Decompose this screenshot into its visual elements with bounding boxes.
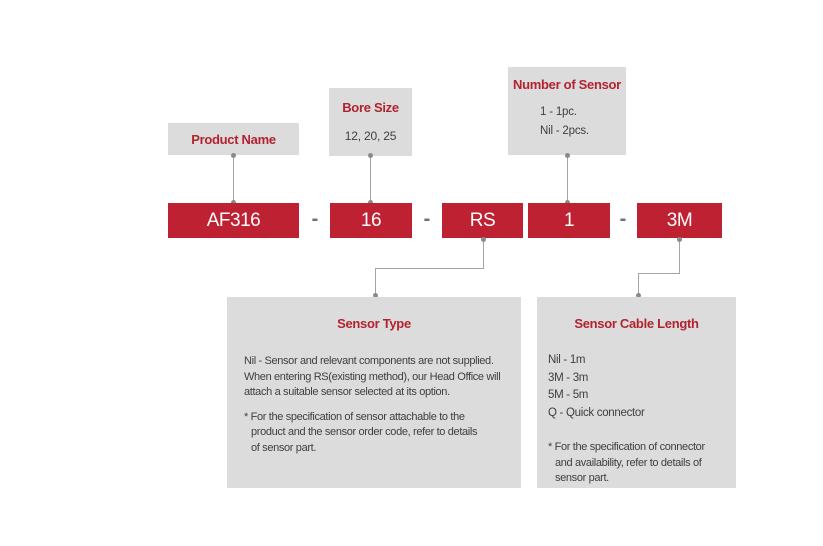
- bore-size-title: Bore Size: [342, 100, 399, 115]
- code-separator: -: [619, 207, 627, 230]
- code-box-sensor-type: RS: [442, 203, 523, 238]
- number-of-sensor-option: 1 - 1pc.: [540, 106, 577, 118]
- sensor-type-panel: Sensor Type Nil - Sensor and relevant co…: [227, 297, 521, 488]
- code-box-product: AF316: [168, 203, 299, 238]
- number-of-sensor-label-box: Number of Sensor 1 - 1pc. Nil - 2pcs.: [508, 67, 626, 155]
- cable-length-options: Nil - 1m 3M - 3m 5M - 5m Q - Quick conne…: [548, 352, 736, 422]
- connector-dot: [481, 237, 486, 242]
- connector-dot: [565, 200, 570, 205]
- connector-line: [233, 156, 234, 203]
- connector-dot: [231, 153, 236, 158]
- note-line: sensor part.: [555, 472, 609, 484]
- note-line: and availability, refer to details of: [555, 456, 702, 469]
- connector-dot: [373, 293, 378, 298]
- cable-length-option: Nil - 1m: [548, 354, 586, 366]
- sensor-type-panel-title: Sensor Type: [337, 316, 411, 331]
- connector-line: [679, 239, 680, 274]
- product-name-label-box: Product Name: [168, 123, 299, 155]
- connector-dot: [368, 200, 373, 205]
- code-separator: -: [311, 207, 319, 230]
- number-of-sensor-option: Nil - 2pcs.: [540, 125, 589, 137]
- number-of-sensor-title: Number of Sensor: [513, 77, 621, 92]
- connector-dot: [231, 200, 236, 205]
- connector-line: [375, 269, 376, 297]
- sensor-cable-length-panel: Sensor Cable Length Nil - 1m 3M - 3m 5M …: [537, 297, 736, 488]
- connector-dot: [677, 237, 682, 242]
- bore-size-values: 12, 20, 25: [344, 129, 397, 143]
- note-line: of sensor part.: [251, 441, 317, 454]
- description-line: Nil - Sensor and relevant components are…: [244, 355, 494, 367]
- code-box-sensor-count: 1: [528, 203, 610, 238]
- connector-line: [370, 156, 371, 203]
- code-box-cable-length: 3M: [637, 203, 722, 238]
- connector-line: [375, 268, 484, 269]
- note-line: * For the specification of connector: [548, 441, 705, 453]
- cable-length-option: 5M - 5m: [548, 389, 589, 401]
- connector-dot: [565, 153, 570, 158]
- connector-line: [483, 239, 484, 269]
- sensor-type-note: * For the specification of sensor attach…: [244, 410, 521, 457]
- note-line: product and the sensor order code, refer…: [251, 426, 478, 438]
- description-line: attach a suitable sensor selected at its…: [244, 386, 450, 398]
- product-name-title: Product Name: [191, 131, 276, 147]
- connector-dot: [368, 153, 373, 158]
- note-line: * For the specification of sensor attach…: [244, 410, 465, 423]
- code-box-bore: 16: [330, 203, 412, 238]
- sensor-cable-length-panel-title: Sensor Cable Length: [574, 316, 699, 331]
- sensor-type-description: Nil - Sensor and relevant components are…: [244, 354, 521, 401]
- cable-length-option: 3M - 3m: [548, 371, 589, 384]
- code-separator: -: [423, 207, 431, 230]
- connector-line: [638, 273, 680, 274]
- bore-size-label-box: Bore Size 12, 20, 25: [329, 88, 412, 156]
- connector-line: [567, 156, 568, 203]
- cable-length-option: Q - Quick connector: [548, 406, 645, 419]
- description-line: When entering RS(existing method), our H…: [244, 370, 501, 383]
- connector-dot: [636, 293, 641, 298]
- number-of-sensor-options: 1 - 1pc. Nil - 2pcs.: [540, 103, 626, 141]
- connector-line: [638, 274, 639, 297]
- cable-length-note: * For the specification of connector and…: [548, 440, 736, 487]
